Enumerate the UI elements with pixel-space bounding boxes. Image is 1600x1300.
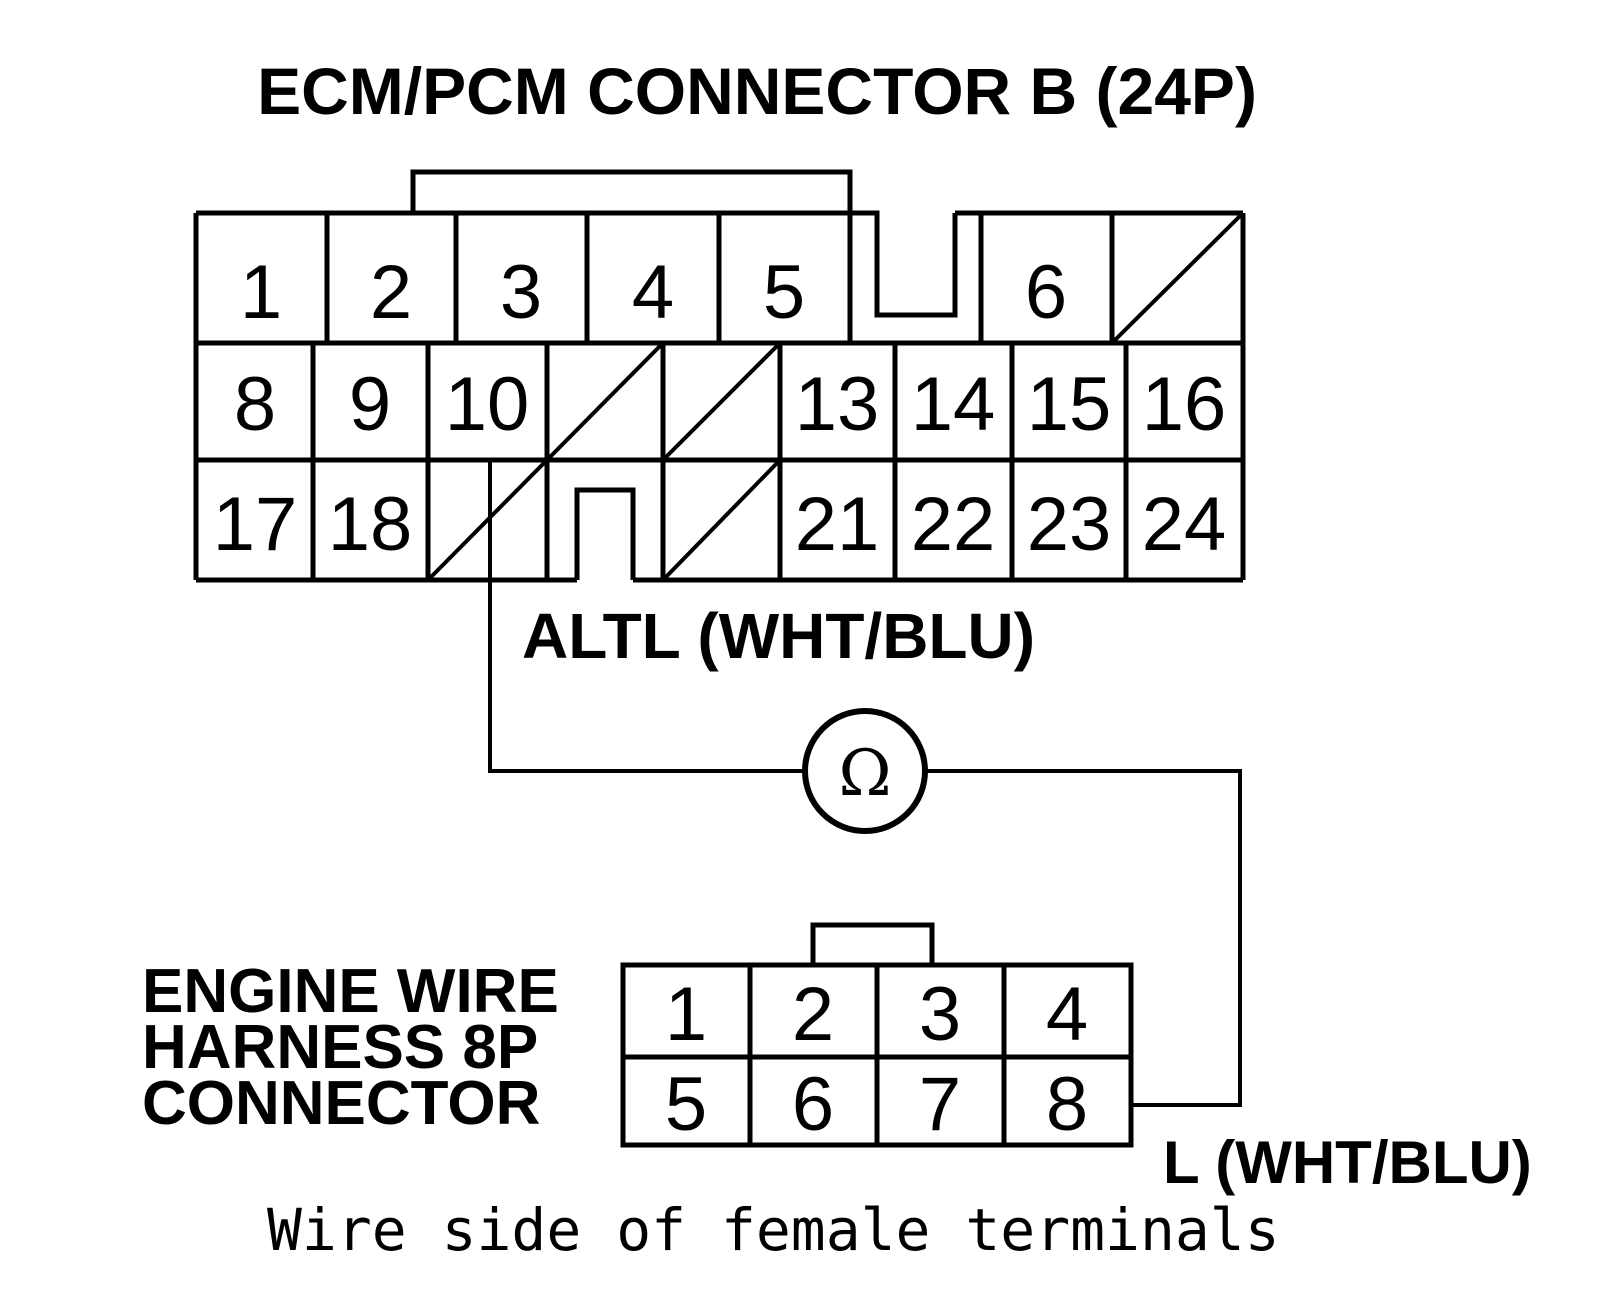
harness-title-line: HARNESS 8P: [142, 1013, 538, 1082]
ecm-pin: 17: [213, 482, 298, 567]
ecm-pin: 10: [445, 362, 530, 447]
harness-pin: 7: [919, 1062, 961, 1147]
ecm-pin: 21: [795, 482, 880, 567]
l-terminal-label: L (WHT/BLU): [1163, 1129, 1532, 1196]
empty-cavity-mark: [426, 458, 549, 582]
altl-terminal-label: ALTL (WHT/BLU): [522, 600, 1035, 672]
harness-pin: 5: [665, 1062, 707, 1147]
ohmmeter-icon: Ω: [802, 708, 928, 834]
empty-cavity-mark: [661, 341, 782, 462]
ecm-pin: 3: [500, 250, 542, 335]
ecm-pin-labels: 1 2 3 4 5 6 8 9 10 13 14 15 16 17 18 21 …: [213, 250, 1227, 567]
harness-pin: 4: [1046, 972, 1088, 1057]
test-lead-harness: [925, 769, 1242, 1107]
ecm-pin: 15: [1027, 362, 1112, 447]
ecm-pin: 13: [795, 362, 880, 447]
ecm-pin: 8: [234, 362, 276, 447]
ecm-pin: 2: [370, 250, 412, 335]
harness-connector-title: ENGINE WIRE HARNESS 8P CONNECTOR: [142, 957, 559, 1138]
ecm-pin: 23: [1027, 482, 1112, 567]
ecm-pin: 4: [632, 250, 674, 335]
ecm-pin: 16: [1142, 362, 1227, 447]
ecm-pin: 9: [349, 362, 391, 447]
test-lead-ecm: [488, 460, 805, 773]
empty-cavity-mark: [545, 341, 665, 462]
harness-connector: [620, 922, 1134, 1148]
harness-title-line: ENGINE WIRE: [142, 957, 559, 1026]
ecm-pin: 22: [911, 482, 996, 567]
harness-pin: 3: [919, 972, 961, 1057]
ecm-pin: 24: [1142, 482, 1227, 567]
harness-pin: 6: [792, 1062, 834, 1147]
empty-cavity-mark: [1110, 211, 1245, 345]
harness-pin: 1: [665, 972, 707, 1057]
harness-pin: 2: [792, 972, 834, 1057]
ecm-connector: [193, 169, 1246, 583]
harness-title-line: CONNECTOR: [142, 1069, 540, 1138]
ecm-pin: 1: [240, 250, 282, 335]
ecm-pin: 6: [1025, 250, 1067, 335]
ecm-pin: 14: [911, 362, 996, 447]
harness-pin: 8: [1046, 1062, 1088, 1147]
ohm-symbol: Ω: [838, 737, 891, 811]
harness-pin-labels: 1 2 3 4 5 6 7 8: [665, 972, 1088, 1147]
ecm-connector-title: ECM/PCM CONNECTOR B (24P): [257, 54, 1257, 128]
empty-cavity-mark: [661, 458, 782, 582]
ecm-pin: 18: [328, 482, 413, 567]
ecm-pin: 5: [763, 250, 805, 335]
wire-side-caption: Wire side of female terminals: [267, 1196, 1280, 1264]
